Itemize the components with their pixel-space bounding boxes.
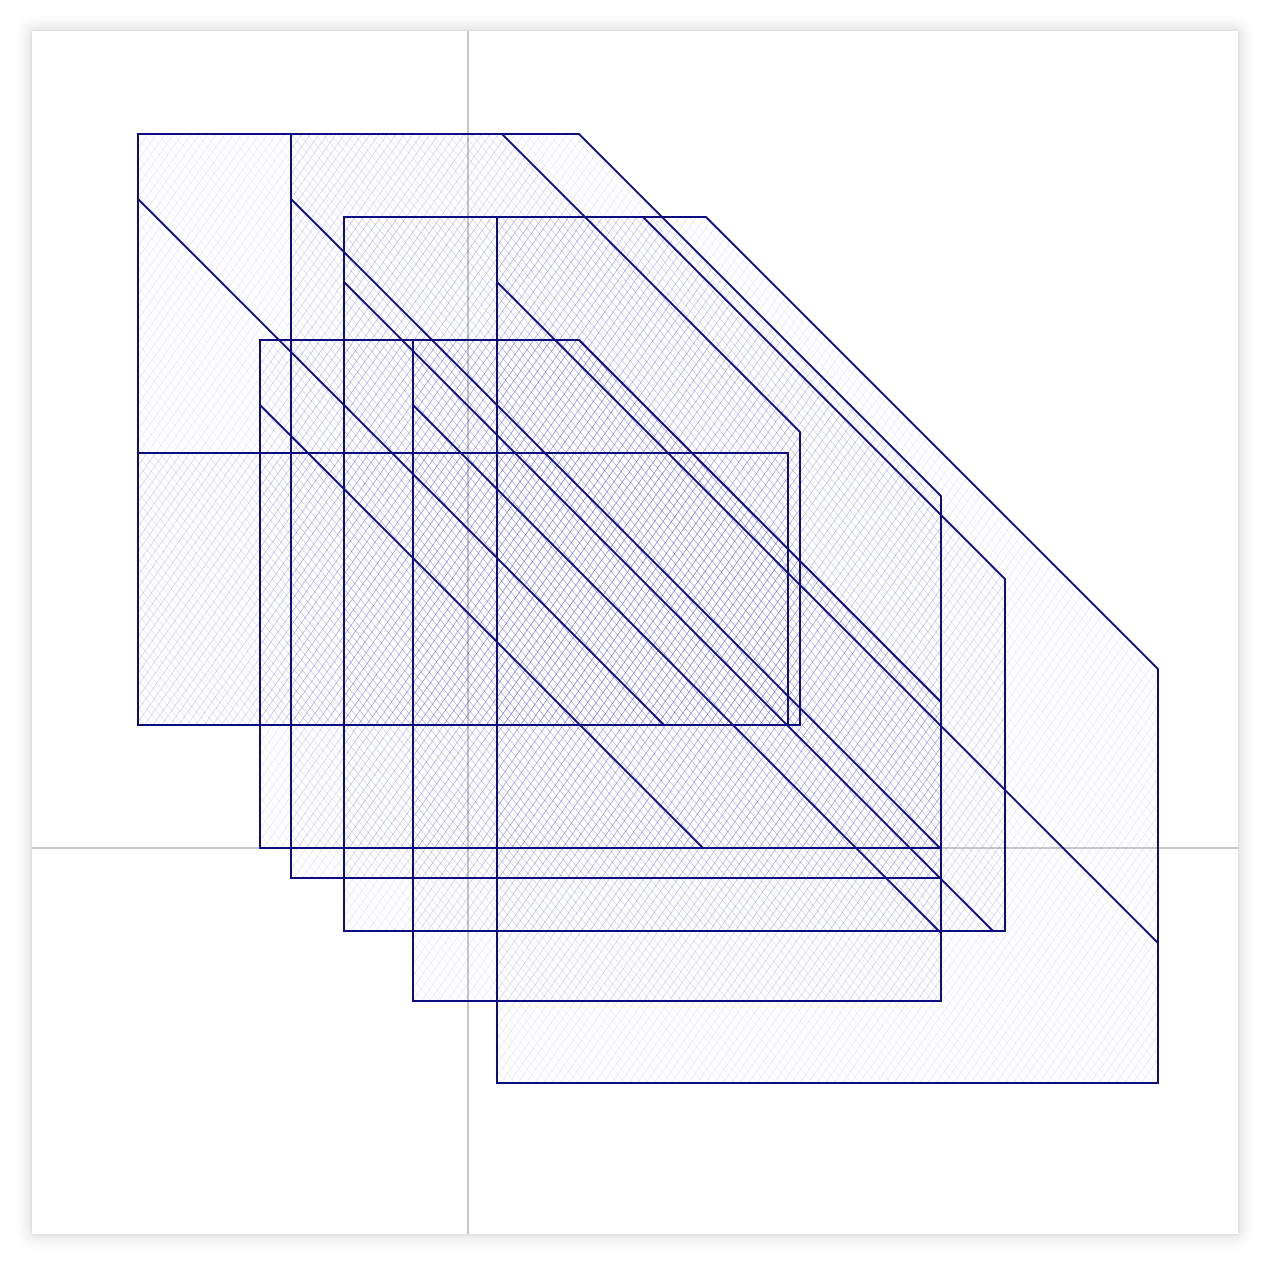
- shape-5-diagonal: [412, 404, 942, 934]
- shape-6-fill-cross: [497, 217, 1158, 1083]
- shape-2-outline: [290, 133, 942, 879]
- shape-4-diagonal: [259, 404, 704, 849]
- shape-6-diagonal: [496, 281, 1159, 944]
- canvas-card: [32, 31, 1238, 1234]
- shape-3-diagonal: [343, 281, 994, 932]
- shapes-fill-layer: [138, 134, 1158, 1083]
- shape-1-diagonal: [137, 198, 665, 726]
- shapes-outline-layer: [137, 133, 1159, 1084]
- shape-7-outline: [137, 452, 789, 726]
- geometry-diagram: [32, 31, 1238, 1234]
- shape-2-diagonal: [290, 198, 942, 850]
- shape-6-outline: [496, 216, 1159, 1084]
- shape-7-fill-cross: [138, 453, 788, 725]
- shape-5-outline: [412, 339, 942, 1002]
